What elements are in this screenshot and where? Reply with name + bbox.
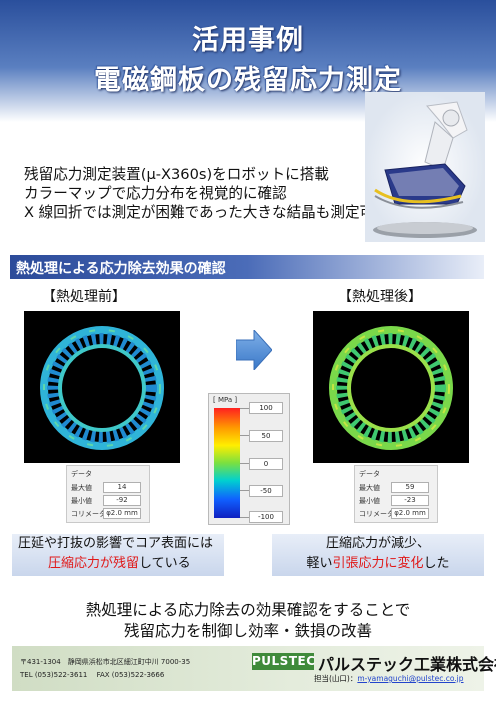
scale-tick <box>240 517 249 518</box>
min-value: -23 <box>391 495 429 506</box>
callout-line: 圧延や打抜の影響でコア表面には <box>18 536 214 551</box>
header-banner: 活用事例 電磁鋼板の残留応力測定 <box>0 0 496 122</box>
title-line1: 活用事例 <box>192 25 304 56</box>
intro-line: カラーマップで応力分布を視覚的に確認 <box>24 185 287 202</box>
section-title: 熱処理による応力除去効果の確認 <box>16 261 226 277</box>
scale-tick <box>240 408 249 409</box>
phone-fax: TEL (053)522-3611 FAX (053)522-3666 <box>20 671 165 679</box>
max-label: 最大値 <box>359 484 380 492</box>
scale-tick <box>240 463 249 464</box>
scale-min-input[interactable]: -100 <box>249 511 283 523</box>
min-label: 最小値 <box>359 497 380 505</box>
collimator-label: コリメータ <box>359 510 394 518</box>
title-line2: 電磁鋼板の残留応力測定 <box>94 65 402 96</box>
arrow-right-icon <box>236 330 272 370</box>
scale-value: -50 <box>249 485 283 497</box>
after-ring-graphic <box>329 326 453 450</box>
highlight-text: 圧縮応力が残留 <box>48 556 140 571</box>
company-name: パルステック工業株式会社 <box>318 655 496 674</box>
max-value: 59 <box>391 482 429 493</box>
section-bar: 熱処理による応力除去効果の確認 <box>10 255 484 279</box>
min-label: 最小値 <box>71 497 92 505</box>
conclusion-line2: 残留応力を制御し効率・鉄損の改善 <box>123 622 372 640</box>
before-stress-map <box>24 311 180 463</box>
before-data-panel: データ 最大値 14 最小値 -92 コリメータ φ2.0 mm <box>66 465 150 523</box>
after-label: 【熱処理後】 <box>338 289 422 305</box>
collimator-value: φ2.0 mm <box>391 508 429 519</box>
min-value: -92 <box>103 495 141 506</box>
color-scale-panel: [ MPa ] 100 50 0 -50 -100 <box>208 393 290 525</box>
pulstec-logo: PULSTEC <box>252 653 316 670</box>
after-stress-map <box>313 311 469 463</box>
collimator-value: φ2.0 mm <box>103 508 141 519</box>
collimator-label: コリメータ <box>71 510 106 518</box>
before-label: 【熱処理前】 <box>42 289 126 305</box>
intro-text: 残留応力測定装置(μ-X360s)をロボットに搭載 カラーマップで応力分布を視覚… <box>24 165 389 222</box>
before-ring-graphic <box>40 326 164 450</box>
email-link[interactable]: m-yamaguchi@pulstec.co.jp <box>357 674 464 683</box>
footer: 〒431-1304 静岡県浜松市北区細江町中川 7000-35 TEL (053… <box>12 646 496 691</box>
callout-line: 圧縮応力が減少、 <box>325 536 430 551</box>
scale-unit: [ MPa ] <box>213 396 238 404</box>
max-value: 14 <box>103 482 141 493</box>
scale-value: 50 <box>249 430 283 442</box>
callout-line: 圧縮応力が残留している <box>12 554 224 574</box>
scale-tick <box>240 490 249 491</box>
after-callout: 圧縮応力が減少、 軽い引張応力に変化した <box>272 534 484 576</box>
callout-tail: した <box>423 556 450 571</box>
after-data-panel: データ 最大値 59 最小値 -23 コリメータ φ2.0 mm <box>354 465 438 523</box>
color-scale-bar <box>214 408 240 518</box>
contact: 担当(山口)：m-yamaguchi@pulstec.co.jp <box>314 673 464 684</box>
callout-head: 軽い <box>306 556 333 571</box>
intro-line: 残留応力測定装置(μ-X360s)をロボットに搭載 <box>24 166 329 183</box>
address: 〒431-1304 静岡県浜松市北区細江町中川 7000-35 <box>20 658 191 666</box>
contact-label: 担当(山口)： <box>314 674 358 683</box>
callout-line: 軽い引張応力に変化した <box>272 554 484 574</box>
callout-tail: している <box>139 556 191 571</box>
intro-line: X 線回折では測定が困難であった大きな結晶も測定可能 <box>24 204 389 221</box>
conclusion-line1: 熱処理による応力除去の効果確認をすることで <box>85 601 411 619</box>
data-title: データ <box>71 470 92 478</box>
scale-max-input[interactable]: 100 <box>249 402 283 414</box>
scale-tick <box>240 435 249 436</box>
data-title: データ <box>359 470 380 478</box>
before-callout: 圧延や打抜の影響でコア表面には 圧縮応力が残留している <box>12 534 224 576</box>
highlight-text: 引張応力に変化 <box>332 556 424 571</box>
scale-value: 0 <box>249 458 283 470</box>
robot-image <box>365 92 485 242</box>
max-label: 最大値 <box>71 484 92 492</box>
